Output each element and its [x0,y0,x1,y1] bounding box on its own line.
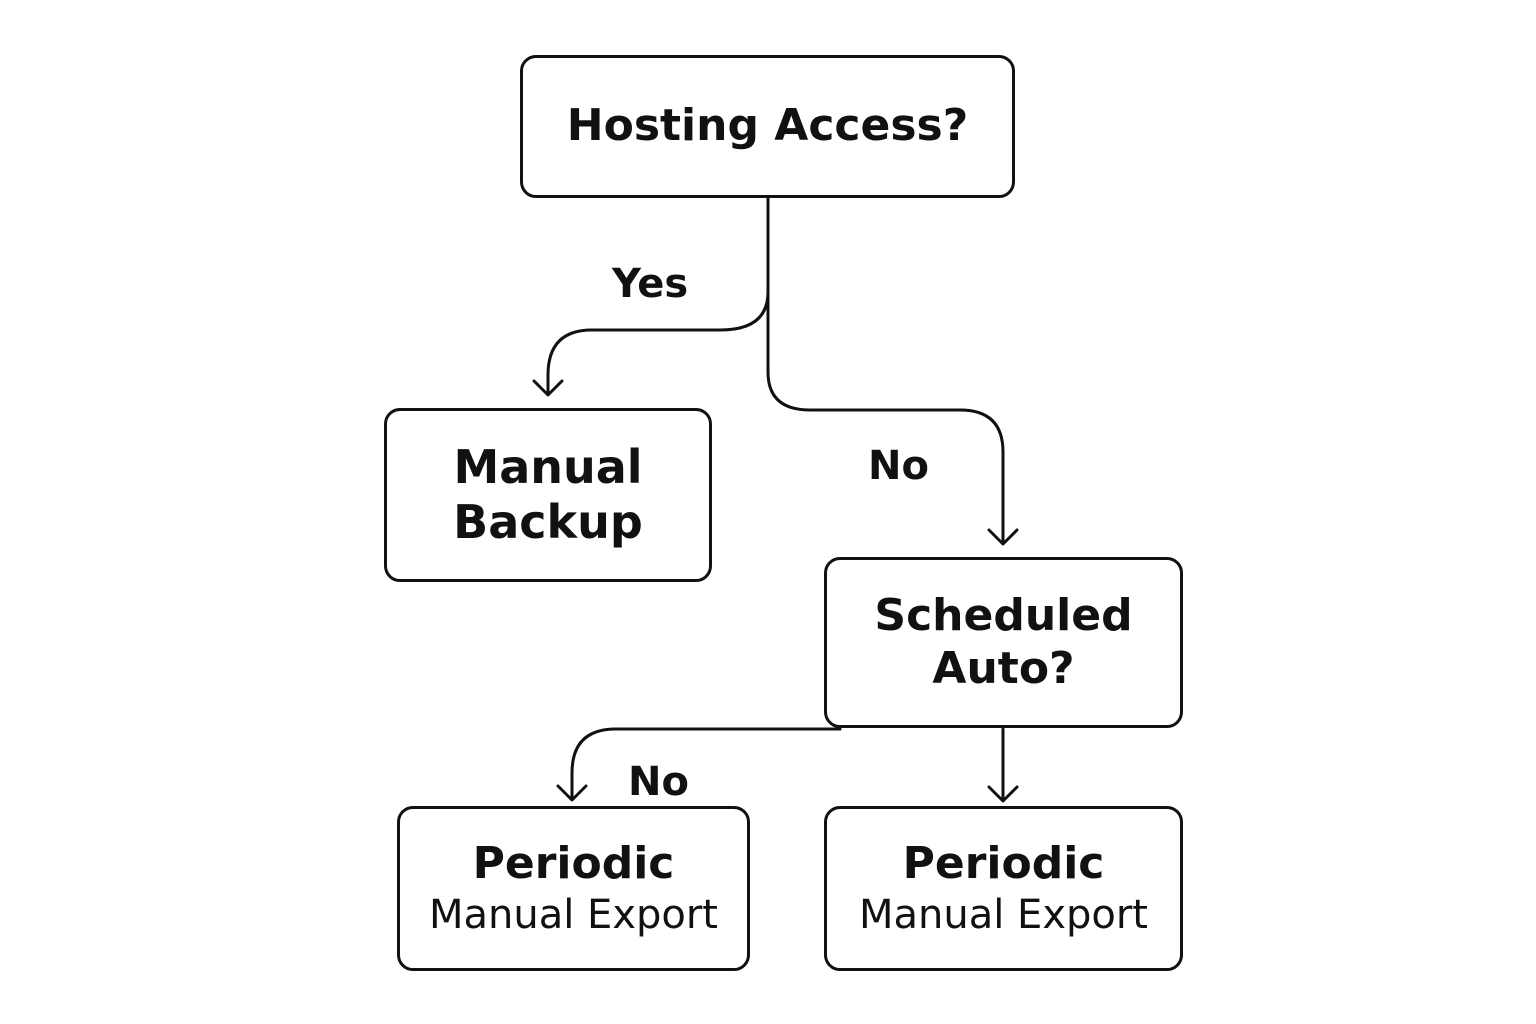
node-hosting-access-label: Hosting Access? [566,100,969,152]
connector-no-bottom-branch [570,727,842,801]
node-hosting-access: Hosting Access? [520,55,1015,198]
node-manual-backup-line2: Backup [453,495,643,549]
arrowhead-export-right [987,785,1019,803]
node-export-right-line1: Periodic [902,838,1105,890]
node-export-left-line2: Manual Export [428,891,718,938]
edge-label-no-bottom: No [628,759,689,805]
node-periodic-export-left: Periodic Manual Export [397,806,750,971]
node-export-left-line1: Periodic [472,838,675,890]
edge-label-no-right: No [868,443,929,489]
arrowhead-scheduled [987,528,1019,546]
node-manual-backup-line1: Manual [453,439,643,494]
edge-label-yes: Yes [612,261,689,307]
node-periodic-export-right: Periodic Manual Export [824,806,1183,971]
node-scheduled-auto: Scheduled Auto? [824,557,1183,728]
arrowhead-export-left [556,784,588,802]
node-manual-backup: Manual Backup [384,408,712,582]
connector-no-branch [766,290,1005,545]
node-export-right-line2: Manual Export [858,891,1148,938]
node-scheduled-auto-line2: Auto? [932,642,1075,694]
node-scheduled-auto-line1: Scheduled [874,589,1133,641]
connector-yes-branch [546,290,770,396]
arrowhead-manual-backup [532,379,564,397]
